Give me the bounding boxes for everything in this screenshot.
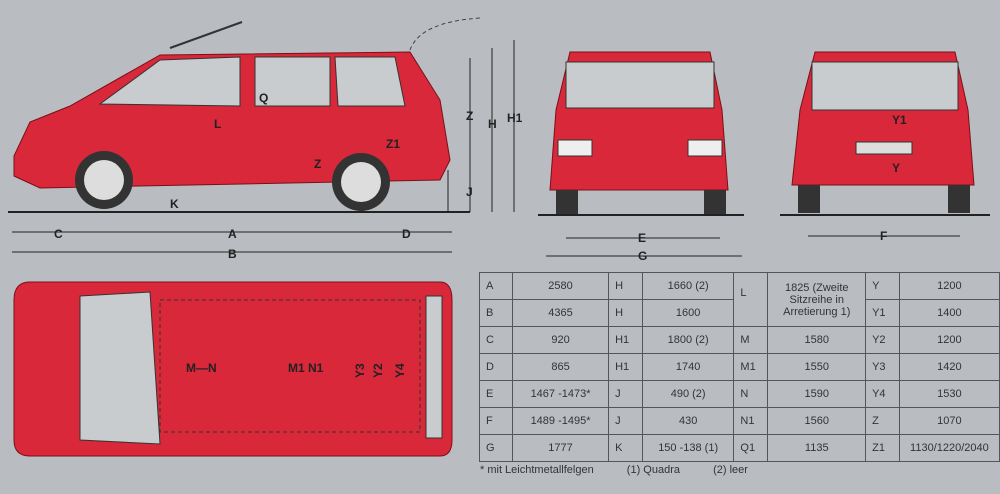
dim-label-y2: Y2: [371, 363, 385, 378]
dimension-key: Y2: [865, 326, 900, 354]
dim-label-y4: Y4: [393, 363, 407, 378]
footnotes: * mit Leichtmetallfelgen (1) Quadra (2) …: [480, 464, 778, 476]
footnote-quadra: (1) Quadra: [626, 464, 680, 476]
dimension-key: Y3: [865, 353, 900, 381]
dim-label-k: K: [170, 197, 179, 211]
dimension-value: 1660 (2): [641, 272, 735, 300]
dim-label-j: J: [466, 185, 473, 199]
dimension-key: Z1: [865, 434, 900, 462]
dimension-key: M: [733, 326, 769, 354]
dimension-value: 1580: [767, 326, 867, 354]
dim-label-l: L: [214, 117, 221, 131]
dimension-value: 1777: [511, 434, 610, 462]
dimension-value: 4365: [511, 299, 610, 327]
dimension-value: 1420: [898, 353, 1000, 381]
dimension-key: F: [479, 407, 513, 435]
footnote-alloy: * mit Leichtmetallfelgen: [480, 464, 594, 476]
dimension-key: H1: [608, 326, 643, 354]
dim-label-e: E: [638, 231, 646, 245]
dimension-key: D: [479, 353, 513, 381]
dimension-key: B: [479, 299, 513, 327]
side-view: C A D B K Q L Z Z1 Z J H H1: [8, 17, 523, 261]
dimension-value: 1590: [767, 380, 867, 408]
dimension-key: K: [608, 434, 643, 462]
dimension-key: H1: [608, 353, 643, 381]
dim-label-m1-n1: M1 N1: [288, 361, 324, 375]
dim-label-q: Q: [259, 91, 268, 105]
dim-label-h: H: [488, 117, 497, 131]
dimension-value: 1530: [898, 380, 1000, 408]
dimension-value: 1825 (Zweite Sitzreihe in Arretierung 1): [767, 272, 867, 327]
dimension-value: 2580: [511, 272, 610, 300]
dimension-value: 920: [511, 326, 610, 354]
dimension-value: 430: [641, 407, 735, 435]
dimension-value: 1200: [898, 272, 1000, 300]
dimension-key: N1: [733, 407, 769, 435]
dim-label-a: A: [228, 227, 237, 241]
dim-label-z-low: Z: [314, 157, 321, 171]
dimension-key: M1: [733, 353, 769, 381]
dim-label-z: Z: [466, 109, 473, 123]
dim-label-g: G: [638, 249, 647, 263]
dimension-value: 1489 -1495*: [511, 407, 610, 435]
dim-label-c: C: [54, 227, 63, 241]
dimension-value: 1130/1220/2040: [898, 434, 1000, 462]
footnote-empty: (2) leer: [713, 464, 748, 476]
dimension-key: L: [733, 272, 769, 327]
dim-label-y: Y: [892, 161, 900, 175]
dimension-value: 1550: [767, 353, 867, 381]
dimension-value: 1200: [898, 326, 1000, 354]
dimension-key: N: [733, 380, 769, 408]
dimension-value: 1400: [898, 299, 1000, 327]
dim-label-b: B: [228, 247, 237, 261]
front-view: E G: [538, 51, 744, 263]
dimension-key: Q1: [733, 434, 769, 462]
dimension-value: 1600: [641, 299, 735, 327]
dimension-key: E: [479, 380, 513, 408]
dim-label-y1: Y1: [892, 113, 907, 127]
dimension-key: Z: [865, 407, 900, 435]
dim-label-f: F: [880, 229, 887, 243]
dim-label-y3: Y3: [353, 363, 367, 378]
dim-label-z1: Z1: [386, 137, 400, 151]
top-view: M—N M1 N1 Y3 Y2 Y4: [13, 281, 453, 457]
dimension-value: 865: [511, 353, 610, 381]
dimension-key: G: [479, 434, 513, 462]
dimension-key: Y: [865, 272, 900, 300]
dimension-value: 150 -138 (1): [641, 434, 735, 462]
dimension-value: 1467 -1473*: [511, 380, 610, 408]
dimension-key: A: [479, 272, 513, 300]
dimension-key: Y1: [865, 299, 900, 327]
dimension-key: H: [608, 272, 643, 300]
dim-label-d: D: [402, 227, 411, 241]
dimension-key: J: [608, 407, 643, 435]
dimension-value: 1560: [767, 407, 867, 435]
dim-label-m-n: M—N: [186, 361, 217, 375]
dimension-key: Y4: [865, 380, 900, 408]
dimension-value: 1740: [641, 353, 735, 381]
dim-label-h1: H1: [507, 111, 523, 125]
dimension-key: C: [479, 326, 513, 354]
dimension-value: 1800 (2): [641, 326, 735, 354]
dimension-value: 1135: [767, 434, 867, 462]
rear-view: F Y1 Y: [780, 51, 990, 243]
dimension-key: J: [608, 380, 643, 408]
dimension-value: 1070: [898, 407, 1000, 435]
dimension-key: H: [608, 299, 643, 327]
dimension-value: 490 (2): [641, 380, 735, 408]
